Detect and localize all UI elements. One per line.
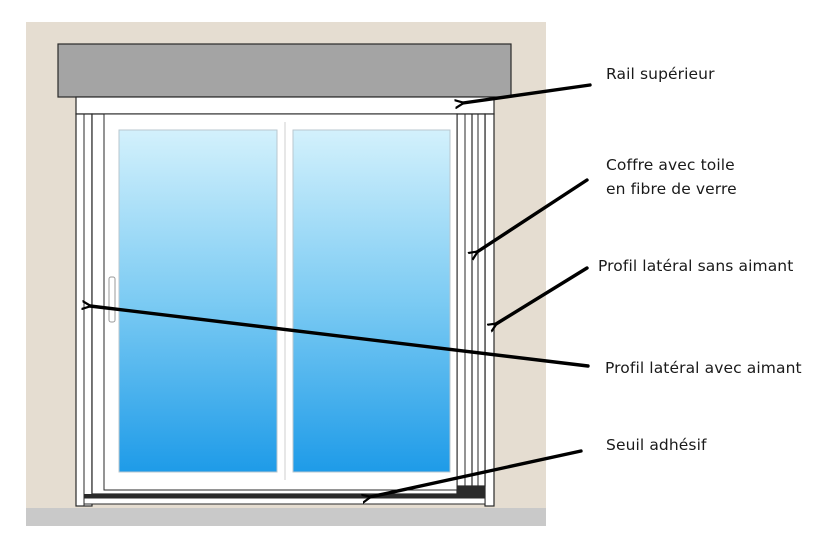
- left-glass-pane: [118, 129, 278, 473]
- top-rail: [75, 96, 495, 115]
- label-profil-sans-aimant: Profil latéral sans aimant: [598, 257, 794, 275]
- label-rail-superieur: Rail supérieur: [606, 65, 715, 83]
- adhesive-threshold: [83, 494, 486, 505]
- screen-guide-right: [456, 113, 486, 494]
- label-coffre: Coffre avec toile en fibre de verre: [606, 153, 737, 201]
- right-glass-pane: [292, 129, 451, 473]
- right-side-profile: [484, 113, 495, 507]
- arrow-coffre: [477, 178, 589, 252]
- door-handle: [108, 276, 116, 323]
- pointer-arrows: [90, 83, 592, 497]
- arrow-rail-superieur: [463, 83, 592, 103]
- label-profil-avec-aimant: Profil latéral avec aimant: [605, 359, 802, 377]
- label-seuil-adhesif: Seuil adhésif: [606, 436, 707, 454]
- floor: [26, 508, 546, 526]
- arrow-seuil-adhesif: [370, 449, 583, 497]
- label-coffre-line2: en fibre de verre: [606, 180, 737, 198]
- label-coffre-line1: Coffre avec toile: [606, 156, 735, 174]
- left-side-profile: [75, 113, 93, 507]
- arrow-profil-sans-aimant: [496, 266, 589, 324]
- arrow-profil-avec-aimant: [90, 306, 590, 368]
- roller-box: [57, 43, 512, 98]
